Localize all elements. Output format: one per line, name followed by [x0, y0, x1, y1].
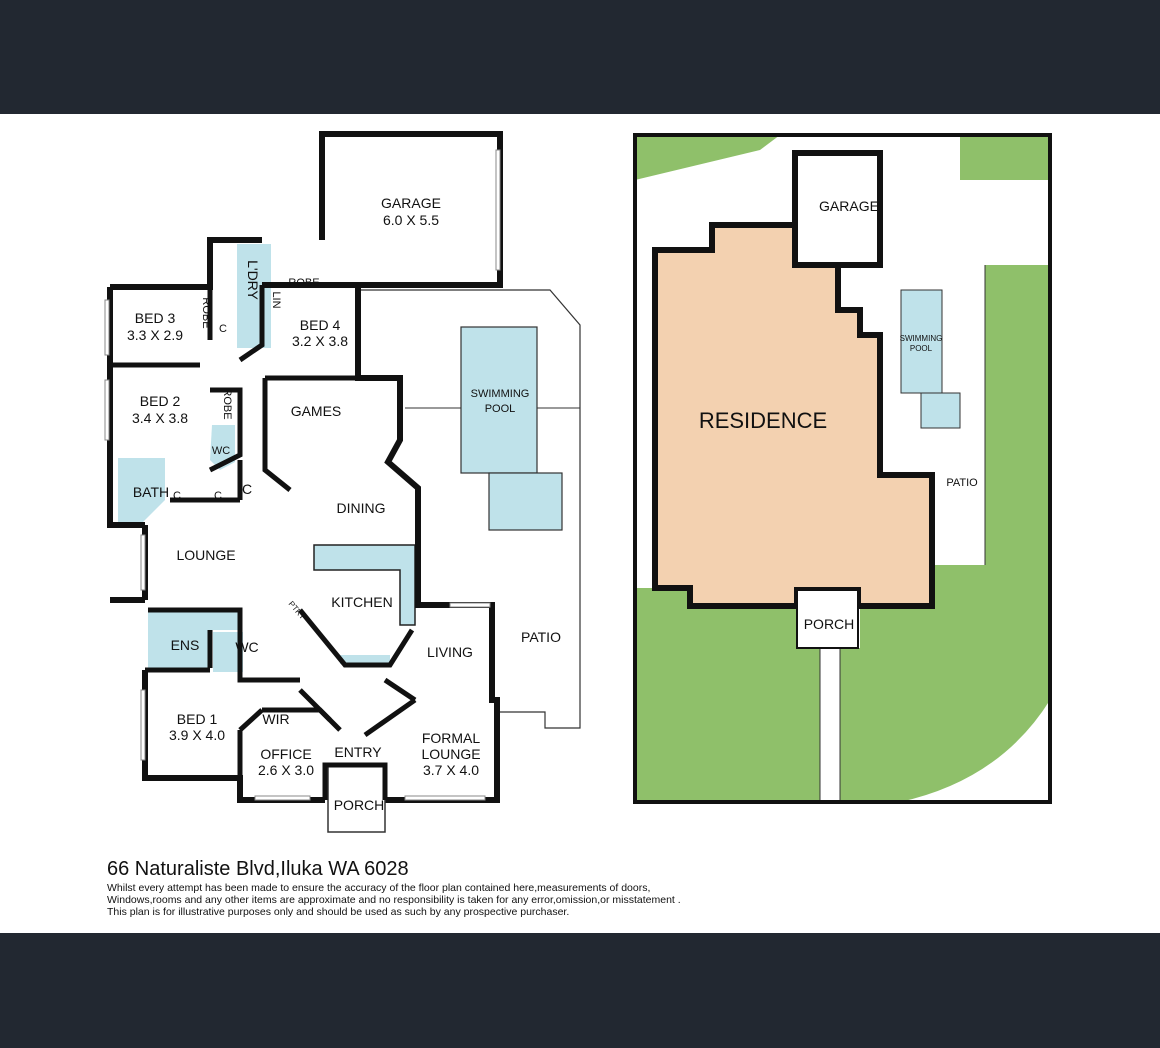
- wall: [322, 762, 388, 800]
- bed2-size: 3.4 X 3.8: [132, 410, 188, 426]
- window: [449, 602, 491, 608]
- swimming-pool: [460, 326, 538, 474]
- lawn: [840, 265, 1050, 802]
- garage-door: [495, 149, 501, 271]
- bed3-size: 3.3 X 2.9: [127, 327, 183, 343]
- bottom-frame-bar: [0, 933, 1160, 1048]
- site-porch-label: PORCH: [804, 616, 855, 632]
- formal-lounge-size: 3.7 X 4.0: [423, 762, 479, 778]
- laundry-label: L'DRY: [245, 260, 261, 300]
- closet-label: C: [219, 323, 227, 335]
- floor-plan-labels: GARAGE 6.0 X 5.5 BED 3 3.3 X 2.9 BED 2 3…: [127, 195, 561, 813]
- disclaimer-line: This plan is for illustrative purposes o…: [107, 906, 570, 918]
- lawn: [635, 135, 780, 180]
- kitchen-island: [340, 655, 390, 664]
- garage-walls: [262, 131, 503, 288]
- bed1-label: BED 1: [177, 711, 218, 727]
- disclaimer-line: Windows,rooms and any other items are ap…: [107, 894, 681, 906]
- entry-label: ENTRY: [334, 744, 382, 760]
- living-label: LIVING: [427, 644, 473, 660]
- kitchen-label: KITCHEN: [331, 594, 392, 610]
- site-boundary: [633, 133, 1052, 804]
- garage-label: GARAGE: [381, 195, 441, 211]
- window: [254, 795, 311, 801]
- kitchen-bench: [313, 544, 416, 626]
- lounge-label: LOUNGE: [176, 547, 235, 563]
- window: [104, 379, 110, 441]
- formal-lounge-label-1: FORMAL: [422, 730, 481, 746]
- games-label: GAMES: [291, 403, 342, 419]
- dining-label: DINING: [337, 500, 386, 516]
- site-spa: [920, 392, 961, 429]
- garage-size: 6.0 X 5.5: [383, 212, 439, 228]
- residence-label: RESIDENCE: [699, 408, 827, 433]
- linen-label: LIN: [270, 291, 282, 308]
- window: [104, 299, 110, 356]
- wc-label: WC: [212, 445, 230, 457]
- wall: [110, 237, 262, 290]
- patio-label: PATIO: [521, 629, 561, 645]
- lawn: [960, 135, 1050, 180]
- ensuite-label: ENS: [171, 637, 200, 653]
- site-garage: [792, 150, 883, 268]
- porch-label: PORCH: [334, 797, 385, 813]
- window: [140, 534, 146, 591]
- robe-label-bed3: ROBE: [200, 297, 212, 328]
- site-garage-label: GARAGE: [819, 198, 879, 214]
- interior-walls: [110, 285, 417, 800]
- disclaimer-line: Whilst every attempt has been made to en…: [107, 882, 651, 894]
- bed4-size: 3.2 X 3.8: [292, 333, 348, 349]
- site-pool-label-1: SWIMMING: [900, 334, 943, 343]
- wall: [107, 455, 145, 528]
- closet-label: C: [242, 481, 252, 497]
- pool-label-2: POOL: [485, 403, 516, 415]
- bed2-label: BED 2: [140, 393, 181, 409]
- closet-label: C: [214, 490, 222, 502]
- bed3-label: BED 3: [135, 310, 176, 326]
- site-patio-label: PATIO: [946, 477, 978, 489]
- pool-label-1: SWIMMING: [471, 388, 530, 400]
- top-frame-bar: [0, 0, 1160, 114]
- bed4-label: BED 4: [300, 317, 341, 333]
- site-plan: GARAGE RESIDENCE SWIMMING POOL PATIO POR…: [633, 133, 1052, 804]
- bed1-size: 3.9 X 4.0: [169, 727, 225, 743]
- office-label: OFFICE: [260, 746, 311, 762]
- ensuite-area: [148, 630, 210, 668]
- ensuite-vanity: [148, 610, 240, 630]
- wall: [298, 688, 332, 722]
- office-size: 2.6 X 3.0: [258, 762, 314, 778]
- spa-pool: [488, 472, 563, 531]
- window: [140, 689, 146, 761]
- property-address: 66 Naturaliste Blvd,Iluka WA 6028: [107, 858, 409, 880]
- ensuite-wc-label: WC: [235, 639, 258, 655]
- site-porch: [796, 589, 859, 649]
- driveway: [819, 647, 841, 803]
- wall: [107, 285, 500, 803]
- closet-label: C: [173, 490, 181, 502]
- robe-label-bed2: ROBE: [221, 388, 233, 419]
- site-pool-label-2: POOL: [910, 344, 933, 353]
- floor-plan: [104, 131, 581, 833]
- laundry-area: [237, 244, 271, 348]
- robe-label-bed4: ROBE: [288, 277, 319, 289]
- wir-label: WIR: [262, 711, 289, 727]
- disclaimer: Whilst every attempt has been made to en…: [107, 882, 807, 918]
- patio-outline: [358, 289, 581, 729]
- lawn: [635, 588, 820, 802]
- formal-lounge-label-2: LOUNGE: [421, 746, 480, 762]
- bath-area: [118, 458, 165, 525]
- bath-label: BATH: [133, 484, 169, 500]
- window: [404, 795, 486, 801]
